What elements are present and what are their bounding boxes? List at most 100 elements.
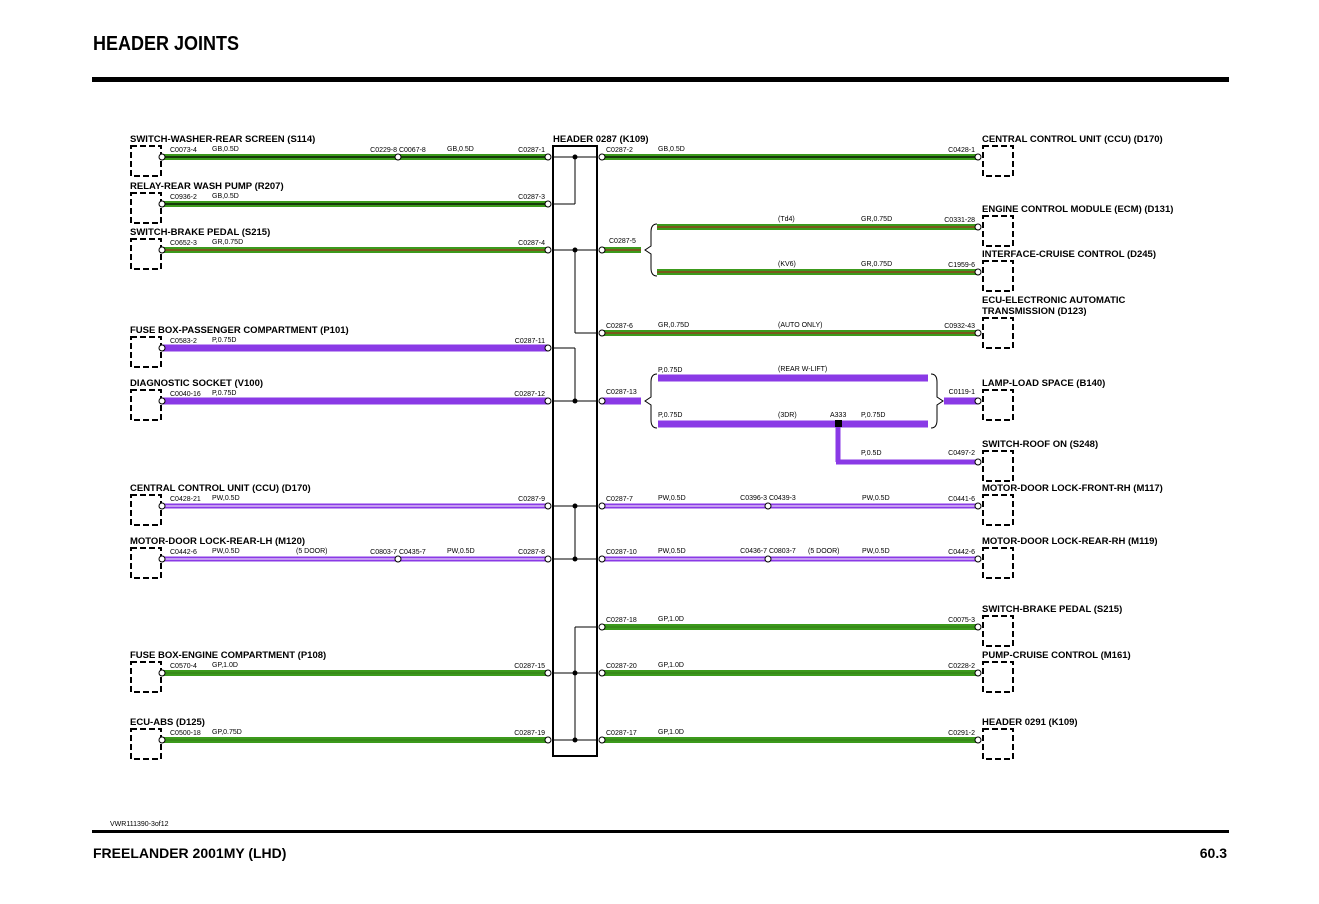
wire-code-label: GR,0.75D	[212, 239, 243, 246]
wire-code-label: P,0.75D	[212, 337, 236, 344]
component-connector-box	[982, 615, 1014, 647]
wire-code-label: PW,0.5D	[658, 548, 686, 555]
variant-note: (5 DOOR)	[808, 548, 840, 555]
junction-dot	[572, 154, 578, 160]
header-pin-label: C0287-5	[609, 238, 636, 245]
component-label: INTERFACE-CRUISE CONTROL (D245)	[982, 249, 1156, 260]
connector-label: C0500-18	[170, 730, 201, 737]
drawing-code: VWR111390-3of12	[110, 821, 169, 828]
terminal	[974, 669, 982, 677]
header-pin-label: C0287-11	[515, 338, 545, 345]
wire-code-label: P,0.75D	[861, 412, 885, 419]
inline-connector-label: C0803-7 C0435-7	[370, 549, 426, 556]
header-pin-label: C0287-15	[514, 663, 545, 670]
component-connector-box	[130, 389, 162, 421]
component-label: SWITCH-BRAKE PEDAL (S215)	[130, 227, 270, 238]
wire-code-label: GR,0.75D	[861, 216, 892, 223]
terminal	[544, 344, 552, 352]
splice-label: A333	[830, 412, 846, 419]
connector-label: C0119-1	[949, 389, 975, 396]
wire-code-label: P,0.5D	[861, 450, 882, 457]
connector-label: C0331-28	[944, 217, 975, 224]
terminal	[544, 200, 552, 208]
header-pin-label: C0287-20	[606, 663, 637, 670]
header-pin-label: C0287-2	[606, 147, 633, 154]
branch-brace	[644, 373, 658, 429]
connector-label: C1959-6	[948, 262, 975, 269]
wire-code-label: GP,0.75D	[212, 729, 242, 736]
component-connector-box	[982, 260, 1014, 292]
wire-code-label: P,0.75D	[658, 412, 682, 419]
terminal	[158, 200, 166, 208]
component-label: MOTOR-DOOR LOCK-FRONT-RH (M117)	[982, 483, 1163, 494]
terminal	[544, 502, 552, 510]
component-label: FUSE BOX-PASSENGER COMPARTMENT (P101)	[130, 325, 349, 336]
terminal	[598, 623, 606, 631]
component-label: DIAGNOSTIC SOCKET (V100)	[130, 378, 263, 389]
connector-label: C0442-6	[170, 549, 197, 556]
terminal	[974, 329, 982, 337]
header-pin-label: C0287-9	[518, 496, 545, 503]
connector-label: C0428-21	[170, 496, 201, 503]
wire-code-label: GB,0.5D	[658, 146, 685, 153]
terminal	[158, 153, 166, 161]
inline-connector	[764, 555, 772, 563]
component-connector-box	[982, 728, 1014, 760]
junction-dot	[572, 398, 578, 404]
terminal	[544, 736, 552, 744]
top-divider	[92, 77, 1229, 82]
variant-note: (REAR W-LIFT)	[778, 366, 827, 373]
terminal	[598, 669, 606, 677]
connector-label: C0932-43	[944, 323, 975, 330]
wire-code-label: PW,0.5D	[212, 548, 240, 555]
footer-page-number: 60.3	[1199, 845, 1227, 861]
terminal	[158, 246, 166, 254]
header-pin-label: C0287-1	[518, 147, 545, 154]
terminal	[598, 329, 606, 337]
connector-label: C0428-1	[948, 147, 975, 154]
inline-connector-label: C0436-7 C0803-7	[740, 548, 796, 555]
terminal	[974, 458, 982, 466]
junction-dot	[572, 556, 578, 562]
component-connector-box	[130, 494, 162, 526]
terminal	[544, 669, 552, 677]
header-pin-label: C0287-12	[514, 391, 545, 398]
component-connector-box	[982, 494, 1014, 526]
wire-code-label: GB,0.5D	[212, 146, 239, 153]
header-label: HEADER 0287 (K109)	[553, 134, 649, 145]
component-label: ECU-ELECTRONIC AUTOMATIC	[982, 295, 1126, 306]
header-pin-label: C0287-13	[606, 389, 637, 396]
component-connector-box	[130, 238, 162, 270]
component-label: SWITCH-WASHER-REAR SCREEN (S114)	[130, 134, 315, 145]
component-label: CENTRAL CONTROL UNIT (CCU) (D170)	[130, 483, 311, 494]
wire-code-label: GP,1.0D	[658, 662, 684, 669]
connector-label: C0228-2	[948, 663, 975, 670]
terminal	[974, 223, 982, 231]
header-pin-label: C0287-6	[606, 323, 633, 330]
connector-label: C0040-16	[170, 391, 201, 398]
terminal	[158, 397, 166, 405]
branch-brace	[644, 223, 658, 277]
footer-model: FREELANDER 2001MY (LHD)	[93, 845, 287, 861]
wire-code-label: PW,0.5D	[212, 495, 240, 502]
variant-note: (Td4)	[778, 216, 795, 223]
connector-label: C0441-6	[948, 496, 975, 503]
terminal	[158, 669, 166, 677]
terminal	[598, 555, 606, 563]
inline-connector-label: C0396-3 C0439-3	[740, 495, 796, 502]
component-connector-box	[130, 661, 162, 693]
wire-code-label: PW,0.5D	[658, 495, 686, 502]
variant-note: (5 DOOR)	[296, 548, 328, 555]
wire-code-label: P,0.75D	[658, 367, 682, 374]
connector-label: C0936-2	[170, 194, 197, 201]
junction-dot	[572, 247, 578, 253]
component-connector-box	[982, 389, 1014, 421]
component-label: HEADER 0291 (K109)	[982, 717, 1078, 728]
terminal	[158, 555, 166, 563]
wire-code-label: PW,0.5D	[447, 548, 475, 555]
component-connector-box	[130, 145, 162, 177]
header-pin-label: C0287-19	[514, 730, 545, 737]
variant-note: (3DR)	[778, 412, 797, 419]
component-label: LAMP-LOAD SPACE (B140)	[982, 378, 1105, 389]
